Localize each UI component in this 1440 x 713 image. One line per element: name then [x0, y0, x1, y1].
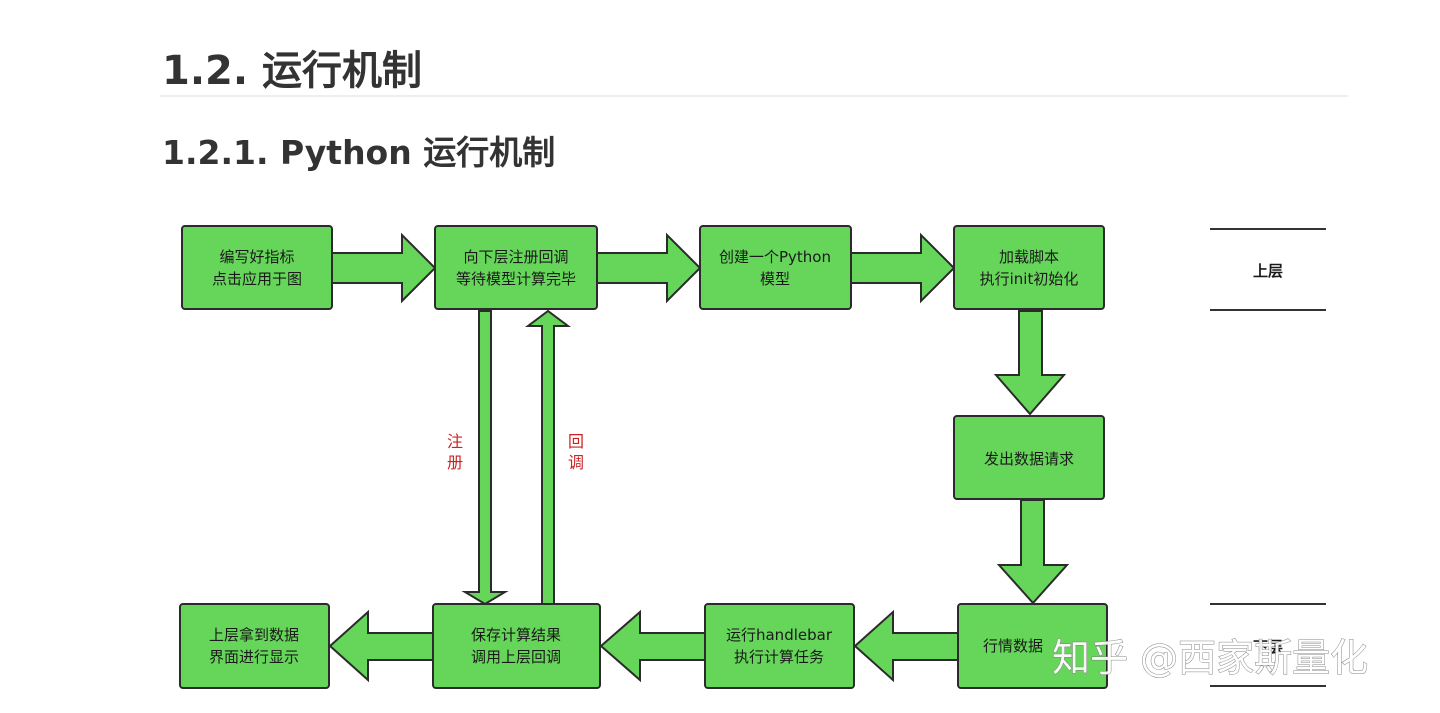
- node-label: 运行handlebar: [726, 626, 833, 644]
- watermark-text: 知乎 @西家斯量化: [1052, 636, 1368, 680]
- node-quote-data: 行情数据: [957, 603, 1108, 689]
- node-label: 向下层注册回调: [463, 248, 568, 266]
- node-label: 模型: [760, 270, 790, 288]
- node-data-request: 发出数据请求: [953, 415, 1105, 500]
- node-run-handlebar: 运行handlebar 执行计算任务: [704, 603, 855, 689]
- arrow-quote-to-handlebar: [853, 609, 959, 683]
- node-label: 等待模型计算完毕: [456, 270, 576, 288]
- arrow-write-to-register: [331, 232, 437, 304]
- arrow-register-to-create: [596, 232, 702, 304]
- node-label: 编写好指标: [219, 248, 294, 266]
- node-label: 加载脚本: [999, 248, 1059, 266]
- node-save-result: 保存计算结果 调用上层回调: [432, 603, 601, 689]
- arrow-handlebar-to-save: [599, 609, 706, 683]
- arrow-save-to-display: [328, 609, 434, 683]
- layer-label-upper: 上层: [1253, 262, 1283, 280]
- node-label: 调用上层回调: [471, 648, 561, 666]
- node-label: 发出数据请求: [984, 450, 1074, 468]
- node-create-model: 创建一个Python 模型: [699, 225, 852, 310]
- node-label: 创建一个Python: [719, 248, 831, 266]
- page-title: 1.2. 运行机制: [162, 48, 422, 94]
- node-label: 界面进行显示: [209, 648, 299, 666]
- node-label: 保存计算结果: [471, 626, 561, 644]
- node-label: 行情数据: [983, 637, 1043, 655]
- node-write-indicator: 编写好指标 点击应用于图: [181, 225, 333, 310]
- arrow-create-to-load: [850, 232, 956, 304]
- node-register-callback: 向下层注册回调 等待模型计算完毕: [434, 225, 598, 310]
- node-label: 执行init初始化: [980, 270, 1079, 288]
- arrow-request-to-quote: [996, 499, 1070, 605]
- arrow-register-down: [461, 310, 509, 606]
- section-subtitle: 1.2.1. Python 运行机制: [162, 133, 556, 172]
- node-display: 上层拿到数据 界面进行显示: [179, 603, 330, 689]
- node-label: 点击应用于图: [212, 270, 302, 288]
- layer-label-lower: 下层: [1253, 638, 1283, 656]
- node-label: 执行计算任务: [734, 648, 824, 666]
- arrow-callback-up: [525, 309, 571, 605]
- edge-label-register-2: 册: [447, 453, 463, 472]
- node-label: 上层拿到数据: [209, 626, 299, 644]
- edge-label-register-1: 注: [447, 432, 463, 451]
- title-divider: [160, 95, 1348, 97]
- edge-label-callback-1: 回: [568, 432, 584, 451]
- arrow-load-to-request: [993, 310, 1067, 416]
- edge-label-callback-2: 调: [568, 453, 584, 472]
- node-load-script: 加载脚本 执行init初始化: [953, 225, 1105, 310]
